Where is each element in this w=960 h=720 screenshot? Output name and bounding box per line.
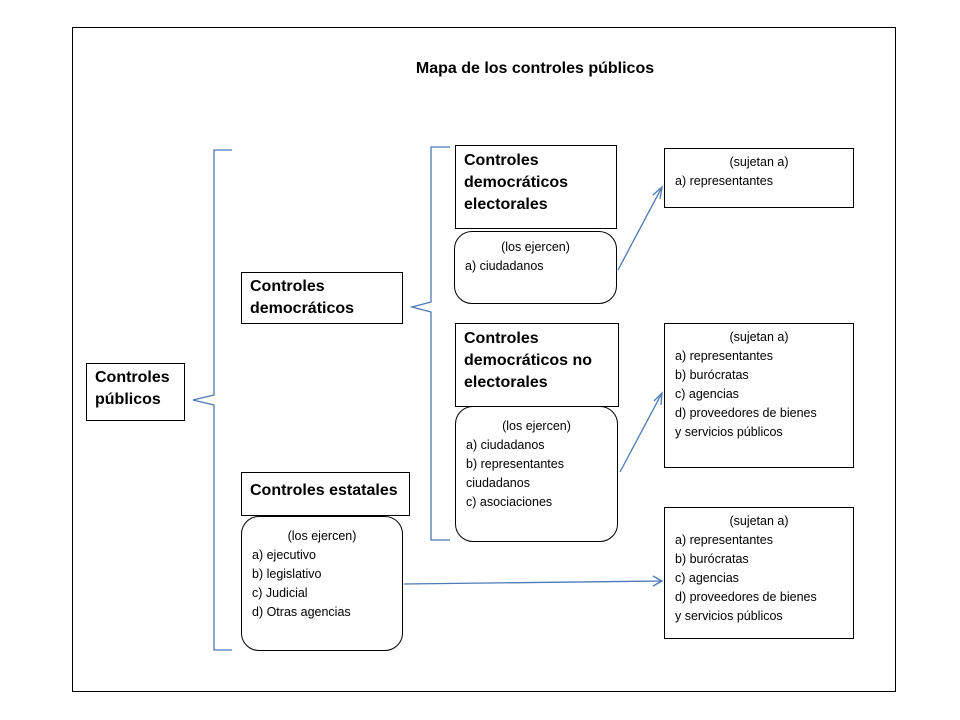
box-estatales-sujetan: (sujetan a) a) representantes b) burócra… [664, 507, 854, 639]
box-controles-publicos: Controles públicos [86, 363, 185, 421]
arrow-electorales [617, 186, 663, 271]
diagram-frame [72, 27, 896, 692]
box-estatales-ejercen: (los ejercen) a) ejecutivo b) legislativ… [241, 516, 403, 651]
arrow-no-electorales [619, 392, 663, 473]
box-no-electorales-ejercen: (los ejercen) a) ciudadanos b) represent… [455, 406, 618, 542]
arrow-estatales [403, 580, 663, 585]
brace-democraticos [409, 146, 450, 541]
box-democraticos-no-electorales: Controles democráticos no electorales [455, 323, 619, 407]
box-no-electorales-sujetan: (sujetan a) a) representantes b) burócra… [664, 323, 854, 468]
box-controles-estatales: Controles estatales [241, 472, 410, 516]
box-electorales-ejercen: (los ejercen) a) ciudadanos [454, 231, 617, 304]
brace-root [192, 149, 232, 651]
diagram-title: Mapa de los controles públicos [415, 60, 655, 77]
box-democraticos-electorales: Controles democráticos electorales [455, 145, 617, 229]
box-electorales-sujetan: (sujetan a) a) representantes [664, 148, 854, 208]
box-controles-democraticos: Controles democráticos [241, 272, 403, 324]
